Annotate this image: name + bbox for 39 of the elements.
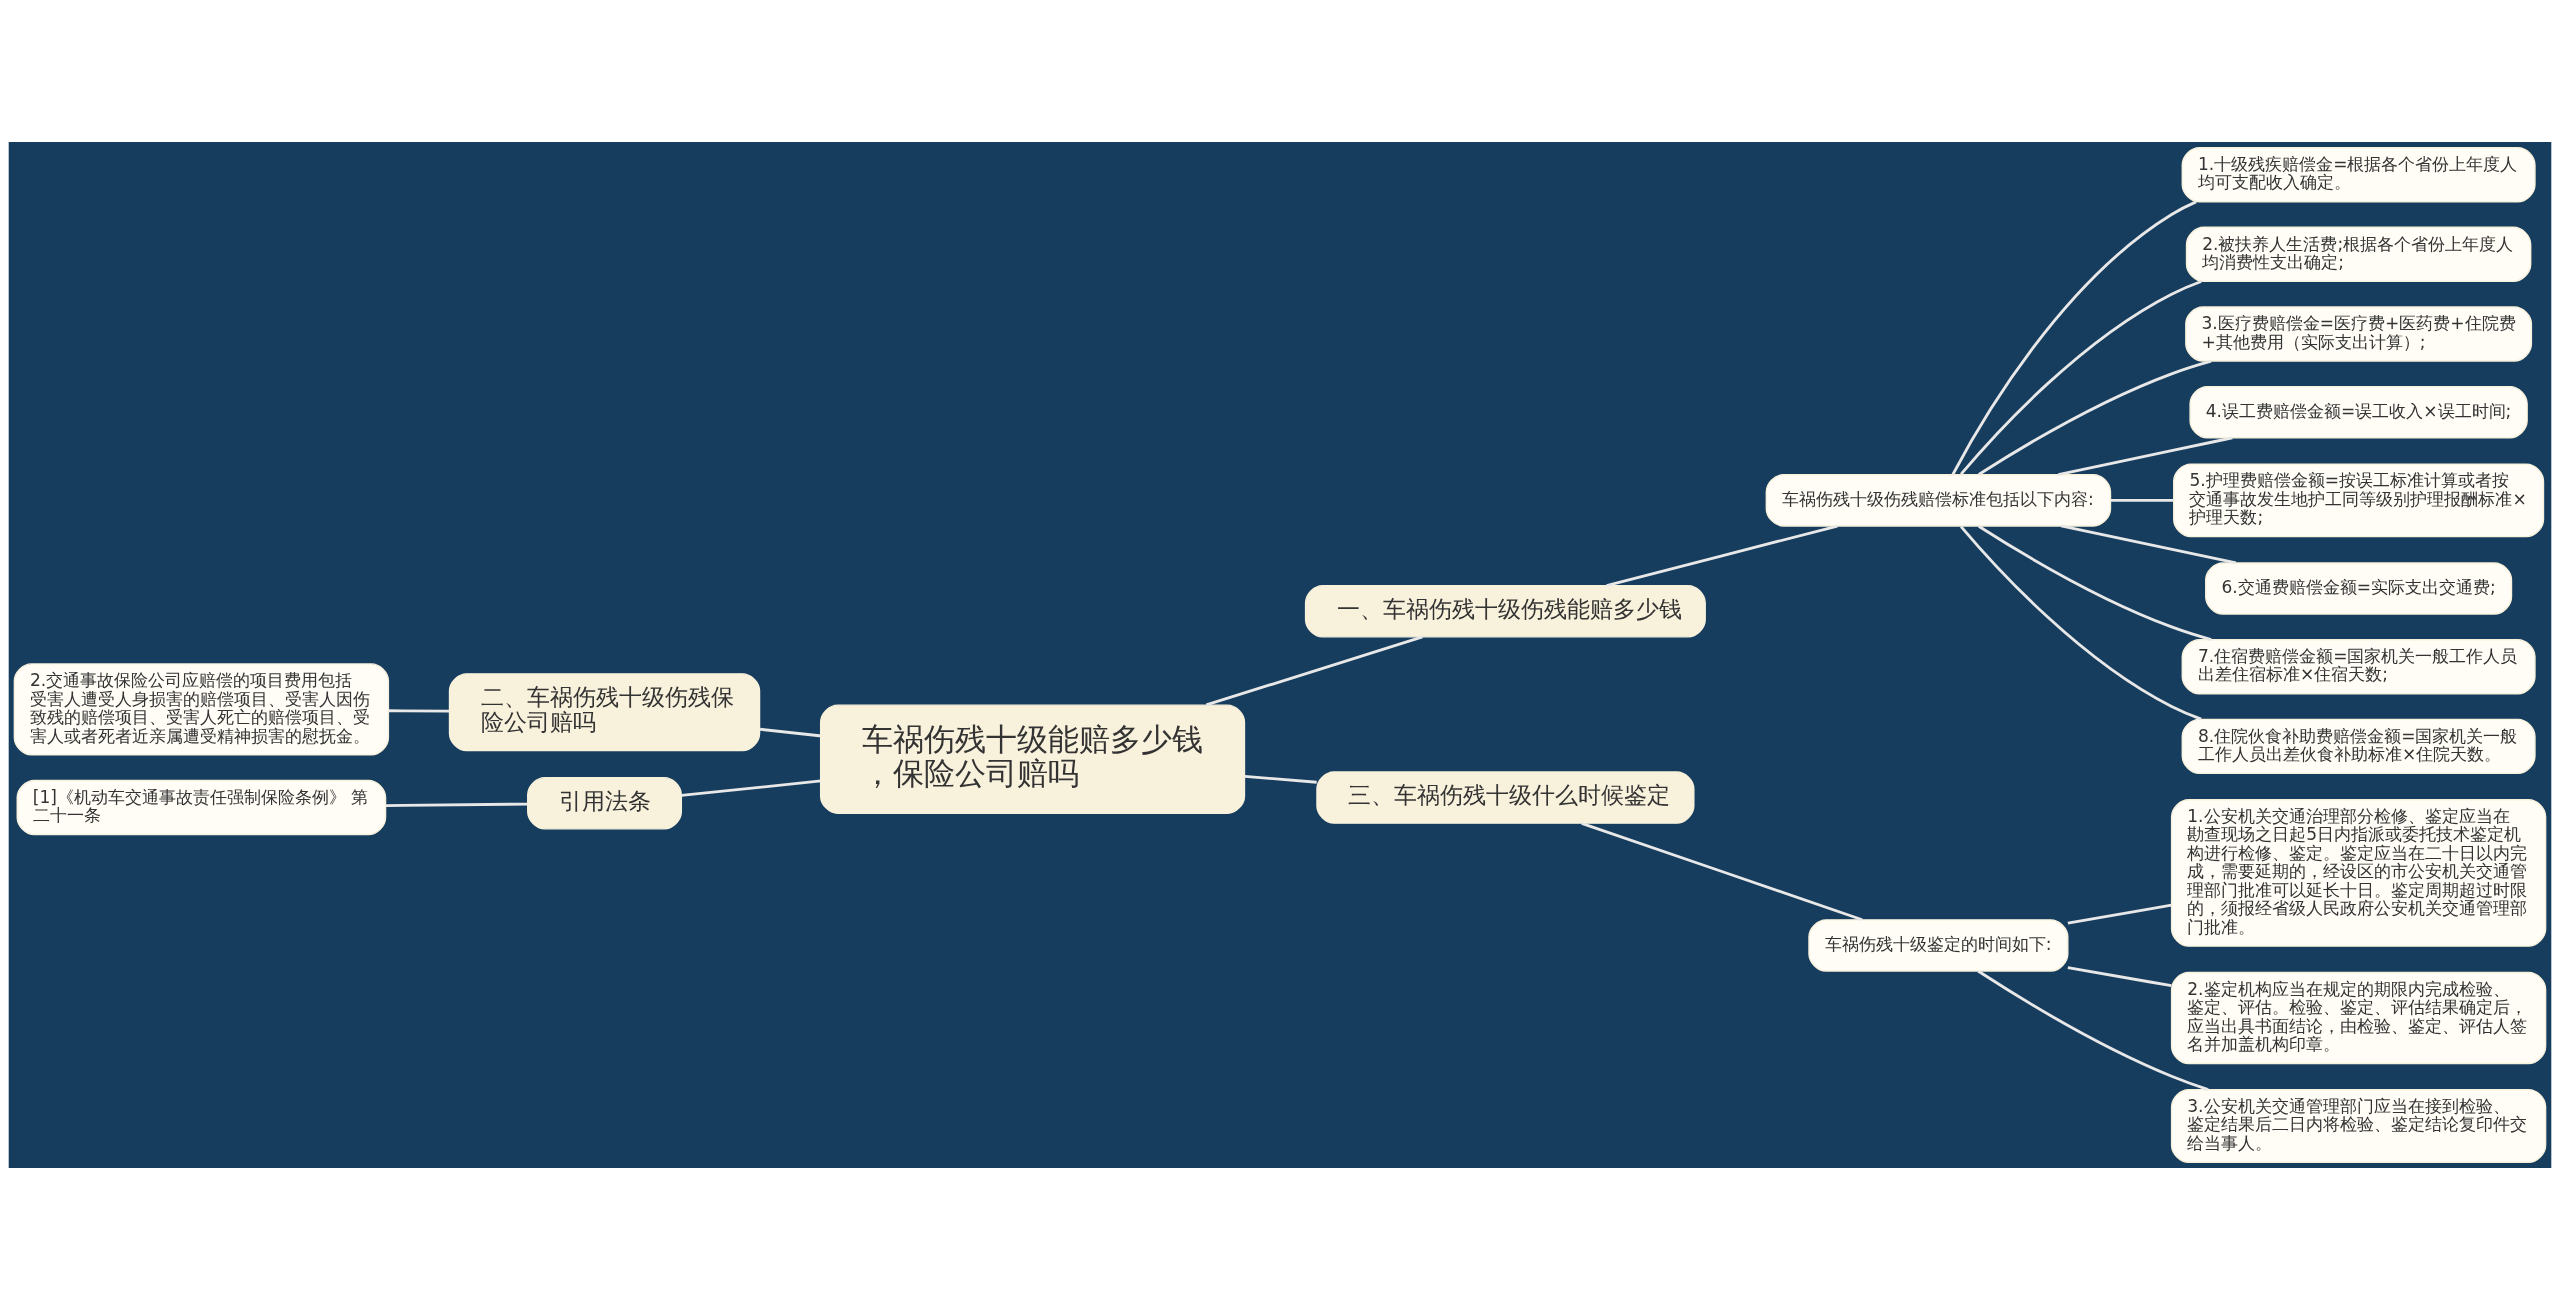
node-box: [1]《机动车交通事故责任强制保险条例》 第二十一条 [16, 779, 387, 835]
node-box: 6.交通费赔偿金额=实际支出交通费; [2205, 561, 2513, 615]
node-box: 2.交通事故保险公司应赔偿的项目费用包括受害人遭受人身损害的赔偿项目、受害人因伤致残的赔偿项目、受害人死亡的赔偿项目、受害人或者死者近亲属遭受精神损害的慰抚金。 [13, 662, 390, 756]
node-box: 8.住院伙食补助费赔偿金额=国家机关一般工作人员出差伙食补助标准×住院天数。 [2181, 718, 2536, 774]
connector [1960, 279, 2202, 475]
node-box: 车祸伤残十级鉴定的时间如下: [1808, 918, 2069, 972]
node-box: 1.十级残疾赔偿金=根据各个省份上年度人均可支配收入确定。 [2181, 146, 2536, 202]
node-box: 一、车祸伤残十级伤残能赔多少钱 [1304, 584, 1706, 638]
connector [2067, 965, 2172, 987]
node-box: 2.鉴定机构应当在规定的期限内完成检验、鉴定、评估。检验、鉴定、评估结果确定后，应当出具书面结论，由检验、鉴定、评估人签名并加盖机构印章。 [2170, 971, 2547, 1064]
node-box: 二、车祸伤残十级伤残保险公司赔吗 [448, 672, 761, 751]
connector [1244, 774, 1317, 784]
connector [1205, 635, 1423, 706]
connector [2058, 435, 2233, 476]
connector [681, 779, 821, 797]
node-box: 5.护理费赔偿金额=按误工标准计算或者按交通事故发生地护工同等级别护理报酬标准×护理天数; [2173, 462, 2545, 537]
node-box: 2.被扶养人生活费;根据各个省份上年度人均消费性支出确定; [2185, 226, 2532, 282]
connector [385, 802, 528, 807]
node-box: 7.住宿费赔偿金额=国家机关一般工作人员出差住宿标准×住宿天数; [2181, 638, 2536, 694]
connector [2067, 903, 2172, 925]
node-box: 4.误工费赔偿金额=误工收入×误工时间; [2189, 385, 2528, 438]
node-box: 三、车祸伤残十级什么时候鉴定 [1316, 770, 1695, 824]
connector [1978, 524, 2212, 641]
connector [2110, 498, 2174, 502]
node-box: 车祸伤残十级伤残赔偿标准包括以下内容: [1765, 473, 2112, 527]
connector [1960, 525, 2202, 721]
connector [388, 708, 450, 713]
connector [1977, 969, 2209, 1091]
node-box: 1.公安机关交通治理部分检修、鉴定应当在勘查现场之日起5日内指派或委托技术鉴定机构进行检修、鉴定。鉴定应当在二十日以内完成，需要延期的，经设区的市公安机关交通管理部门批准可以延长十日。鉴定周期超过时限的，须报经省级人民政府公安机关交通管理部门批准。 [2170, 798, 2547, 947]
connector [759, 727, 821, 737]
node-box: 3.医疗费赔偿金=医疗费+医药费+住院费+其他费用（实际支出计算）; [2185, 305, 2533, 362]
node-box: 3.公安机关交通管理部门应当在接到检验、鉴定结果后二日内将检验、鉴定结论复印件交给当事人。 [2170, 1088, 2547, 1163]
connector [1581, 821, 1863, 921]
connector [1951, 200, 2197, 475]
node-box: 引用法条 [527, 776, 683, 830]
connector [1606, 524, 1838, 587]
connector [2060, 524, 2237, 564]
node-box: 车祸伤残十级能赔多少钱，保险公司赔吗 [819, 703, 1246, 814]
connector [1978, 359, 2212, 476]
